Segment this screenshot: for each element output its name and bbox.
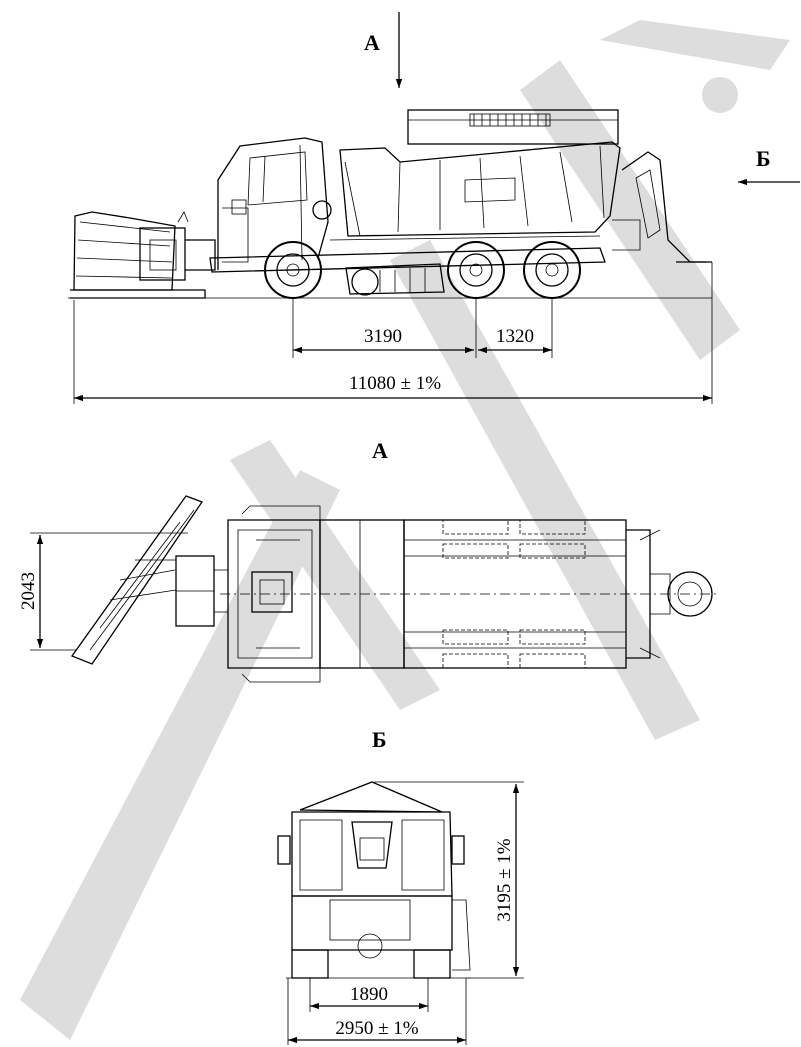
rear-wheel	[523, 241, 581, 299]
view-b-arrow-label: Б	[756, 146, 771, 171]
top-view-wheels	[442, 519, 586, 669]
top-view-plow	[70, 495, 229, 665]
overall-height-dim: 3195 ± 1%	[494, 838, 515, 921]
wheelbase-front-dim: 3190	[364, 326, 402, 347]
front-snow-plow	[70, 211, 216, 299]
track-width-dim: 1890	[350, 984, 388, 1005]
rear-view-spreader	[351, 821, 393, 869]
spreader-hopper	[407, 109, 619, 145]
view-a-title: А	[372, 438, 388, 463]
rear-spreader-unit	[612, 151, 712, 263]
rear-right-wheels	[413, 949, 451, 979]
rear-left-wheels	[291, 949, 329, 979]
top-view-spreader	[626, 529, 713, 659]
top-view: 2043	[18, 495, 720, 683]
watermark	[20, 20, 790, 1040]
top-view-body	[220, 519, 720, 669]
view-b-title: Б	[372, 727, 387, 752]
wheelbase-rear-dim: 1320	[496, 326, 534, 347]
truck-cab	[217, 137, 332, 270]
rear-view-body	[291, 811, 453, 897]
overall-width-dim: 2950 ± 1%	[335, 1018, 418, 1039]
rear-view-lower-frame	[291, 895, 453, 951]
under-brush	[345, 263, 445, 296]
right-mirror	[451, 835, 465, 865]
plow-width-dim: 2043	[18, 572, 39, 610]
rear-view: 3195 ± 1% 1890 2950 ± 1%	[277, 781, 524, 1045]
dump-body	[339, 141, 621, 237]
middle-wheel	[447, 241, 505, 299]
frame-rail	[329, 235, 601, 241]
view-a-arrow-label: А	[364, 30, 380, 55]
chassis-frame	[209, 247, 606, 273]
side-view: А Б	[68, 12, 800, 404]
rear-view-hopper-roof	[299, 781, 443, 813]
left-mirror	[277, 835, 291, 865]
overall-length-dim: 11080 ± 1%	[349, 373, 441, 394]
